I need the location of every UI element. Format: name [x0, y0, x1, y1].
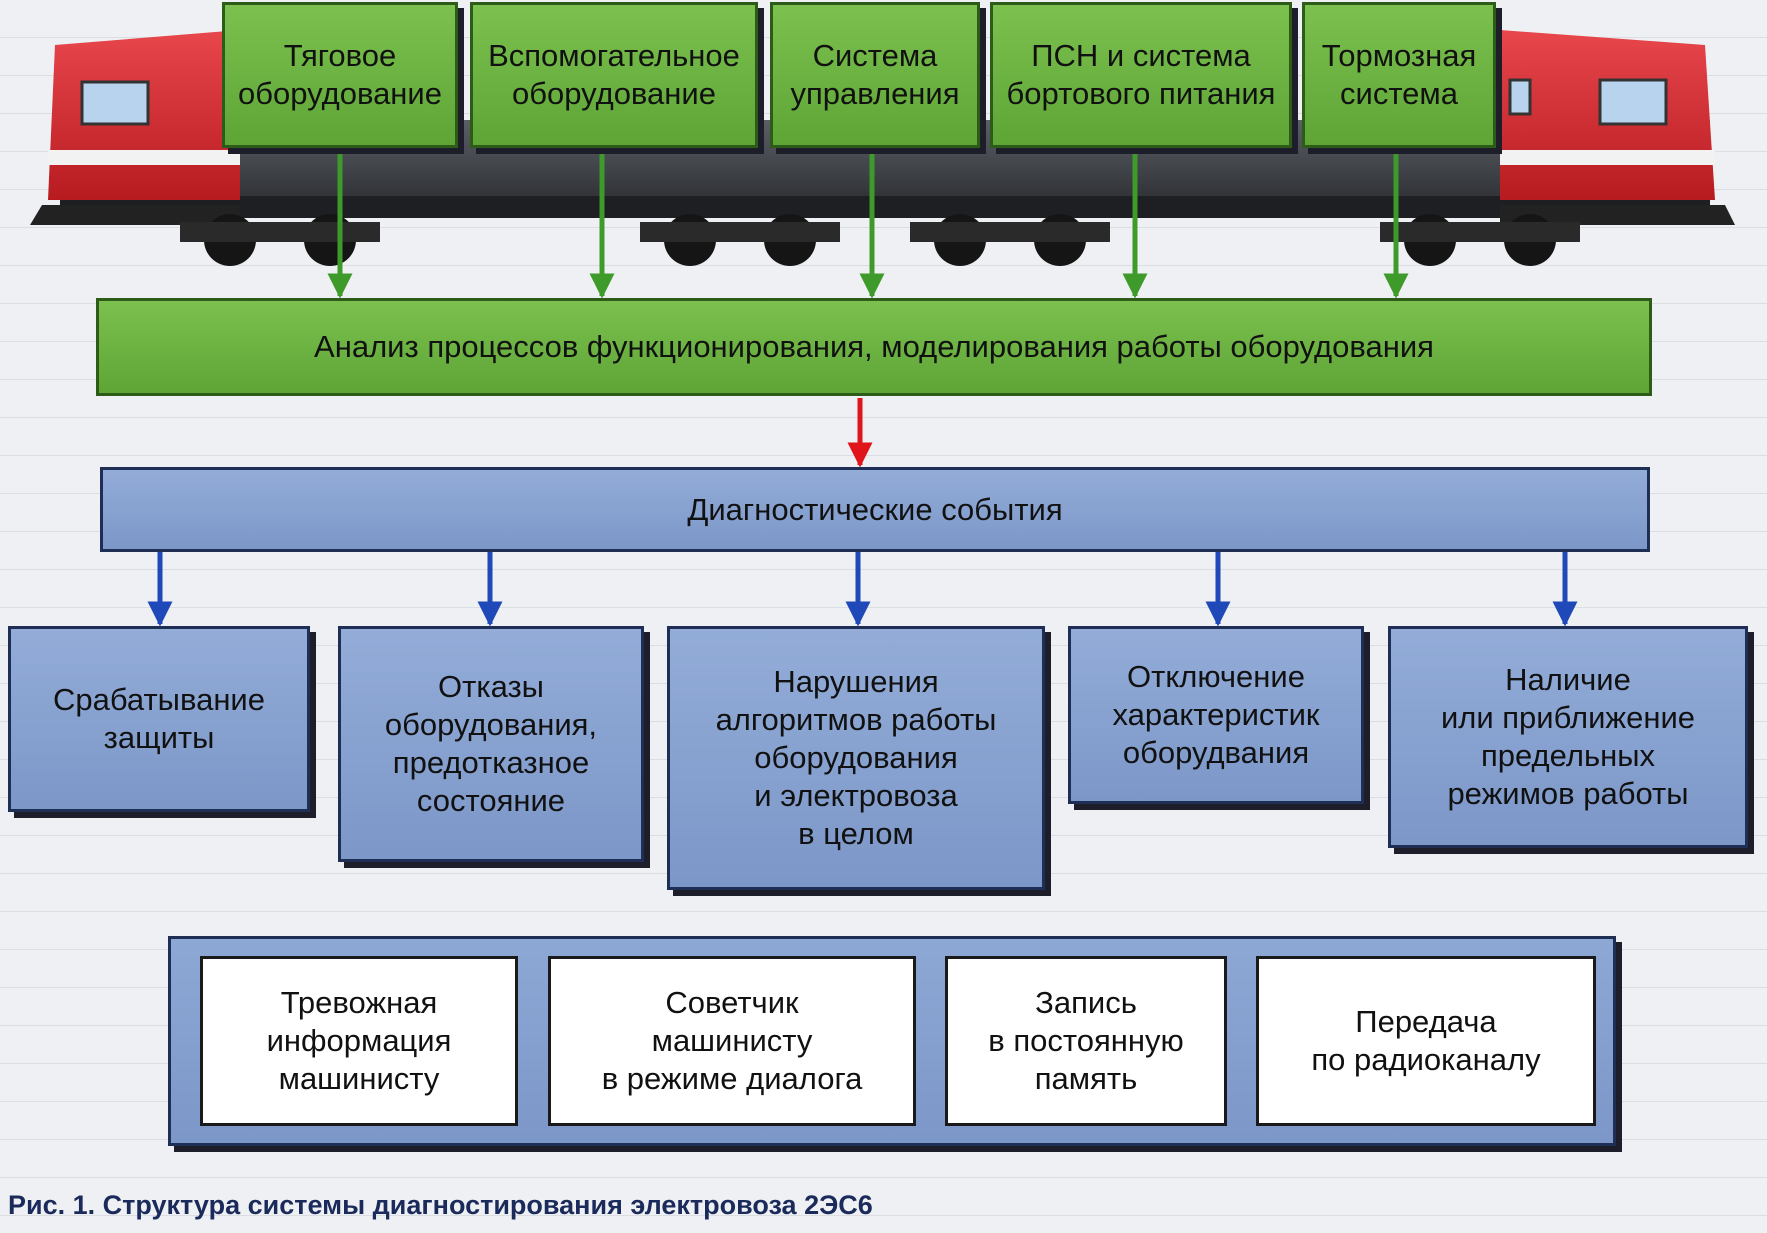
box-permanent-memory: Запись в постоянную память [945, 956, 1227, 1126]
background-text-line [0, 874, 1767, 912]
background-text-line [0, 1178, 1767, 1216]
box-brake-system: Тормозная система [1302, 2, 1496, 148]
box-analysis: Анализ процессов функционирования, модел… [96, 298, 1652, 396]
background-text-line [0, 380, 1767, 418]
box-characteristics-deviation: Отключение характеристик оборудвания [1068, 626, 1364, 804]
background-text-line [0, 228, 1767, 266]
box-driver-advisor: Советчик машинисту в режиме диалога [548, 956, 916, 1126]
box-protection-tripping: Срабатывание защиты [8, 626, 310, 812]
background-text-line [0, 532, 1767, 570]
background-text-line [0, 570, 1767, 608]
box-psn-onboard-power: ПСН и система бортового питания [990, 2, 1292, 148]
background-text-line [0, 418, 1767, 456]
figure-caption: Рис. 1. Структура системы диагностирован… [8, 1190, 873, 1220]
box-diagnostic-events: Диагностические события [100, 467, 1650, 552]
box-auxiliary-equipment: Вспомогательное оборудование [470, 2, 758, 148]
box-alarm-info-driver: Тревожная информация машинисту [200, 956, 518, 1126]
box-radio-transmission: Передача по радиоканалу [1256, 956, 1596, 1126]
connector-arrows-blue [147, 552, 1578, 627]
box-limit-modes: Наличие или приближение предельных режим… [1388, 626, 1748, 848]
background-text-line [0, 190, 1767, 228]
box-traction-equipment: Тяговое оборудование [222, 2, 458, 148]
box-control-system: Система управления [770, 2, 980, 148]
box-equipment-failures: Отказы оборудования, предотказное состоя… [338, 626, 644, 862]
box-algorithm-violations: Нарушения алгоритмов работы оборудования… [667, 626, 1045, 890]
background-text-line [0, 1140, 1767, 1178]
connector-arrows-green [327, 150, 1409, 299]
